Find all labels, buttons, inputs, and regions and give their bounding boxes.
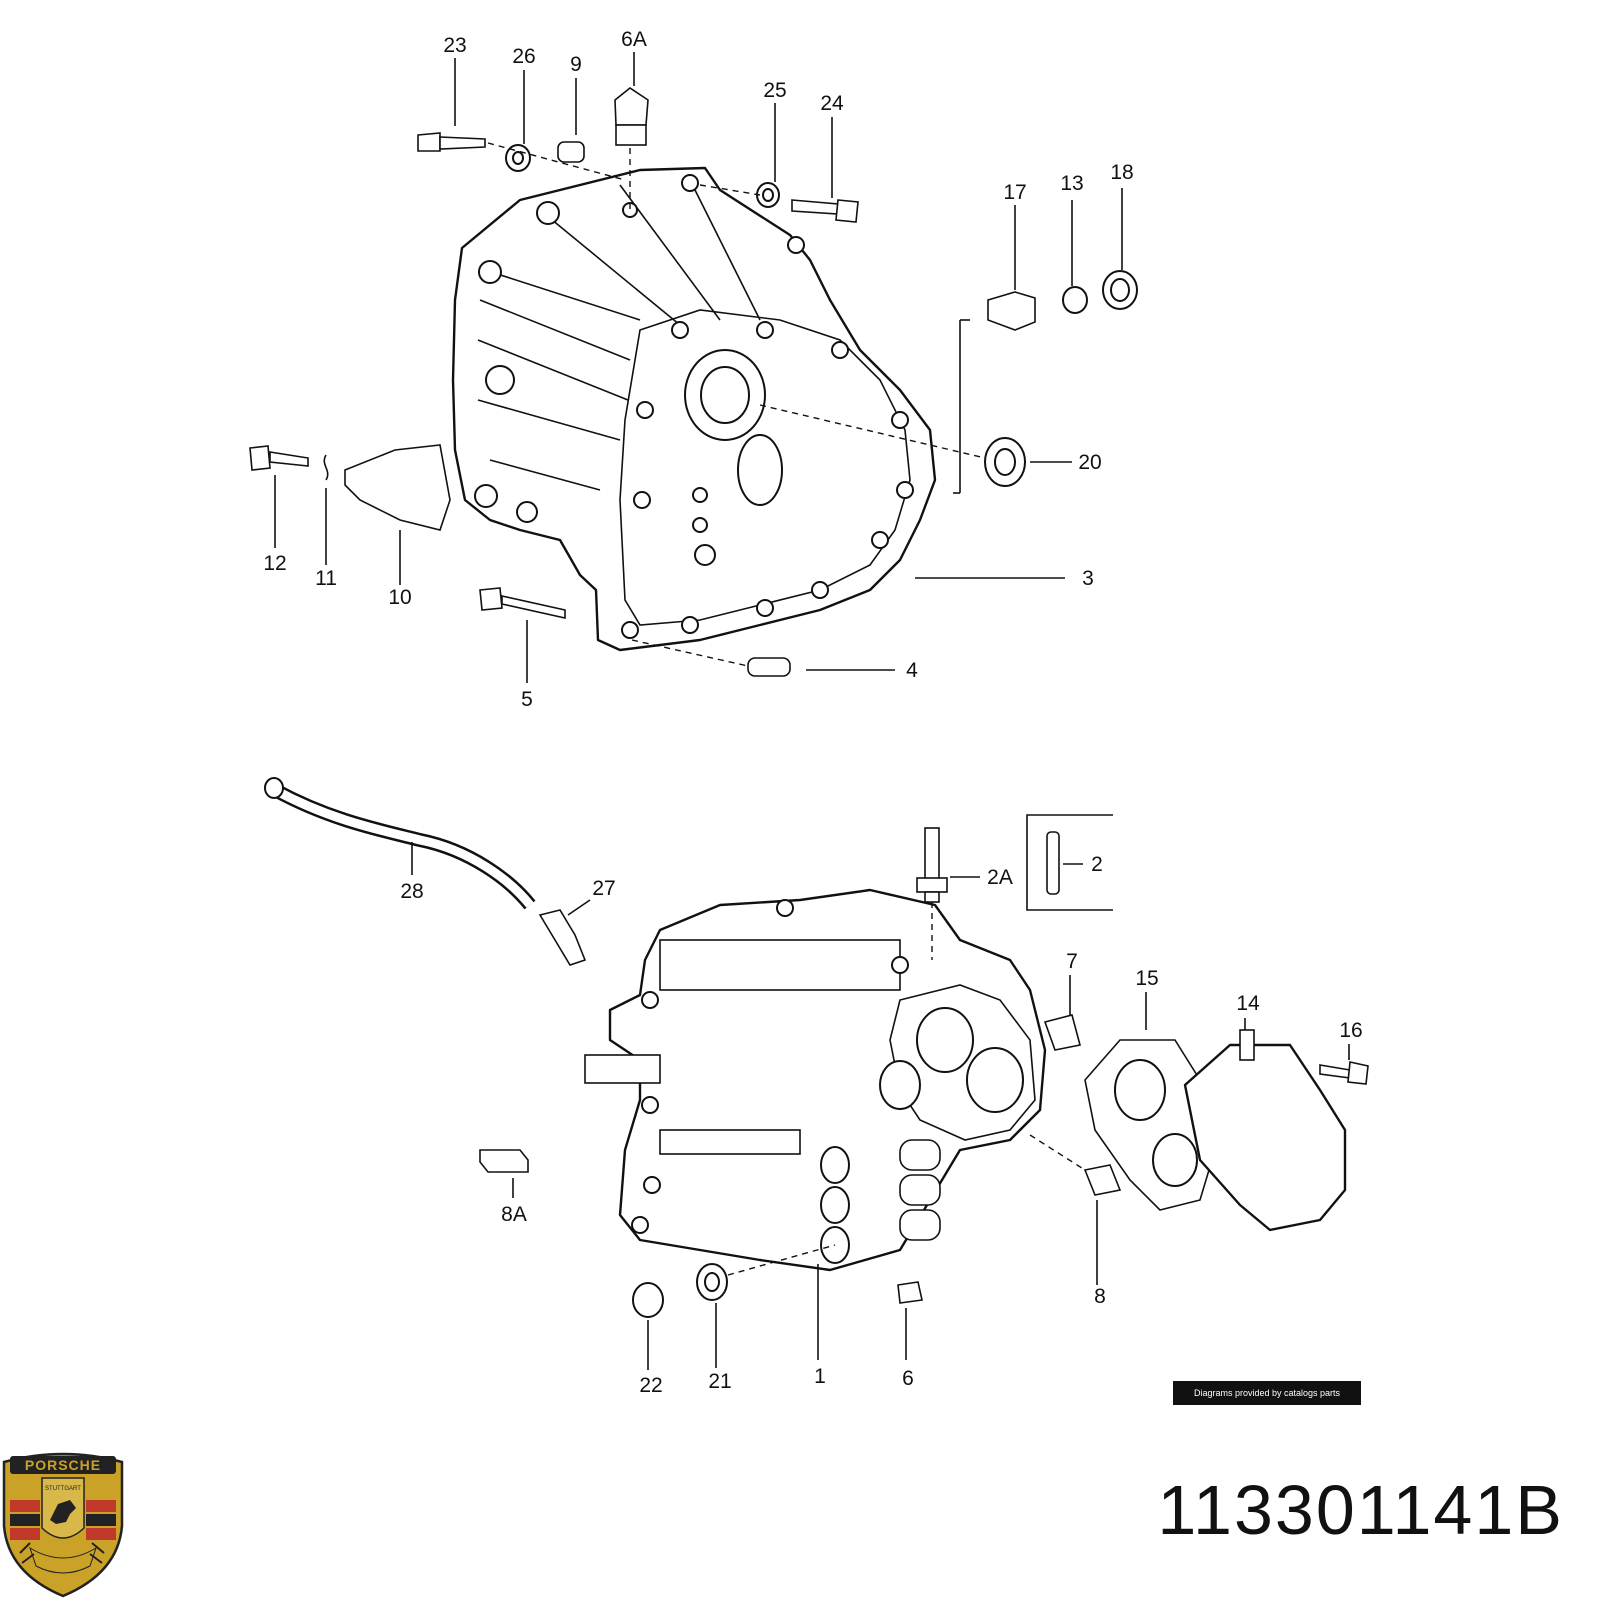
clutch-housing-drawing	[344, 166, 937, 652]
callout-6A: 6A	[621, 28, 647, 51]
callout-15: 15	[1135, 967, 1158, 990]
callout-2A: 2A	[987, 866, 1013, 889]
callout-24: 24	[820, 92, 844, 115]
transmission-case-drawing	[584, 888, 1047, 1272]
callout-2: 2	[1091, 853, 1103, 876]
callout-22: 22	[639, 1374, 662, 1397]
callout-28: 28	[400, 880, 423, 903]
callout-18: 18	[1110, 161, 1133, 184]
callout-11: 11	[315, 567, 337, 590]
callout-14: 14	[1236, 992, 1260, 1015]
callout-12: 12	[263, 552, 286, 575]
callout-27: 27	[592, 877, 615, 900]
callout-21: 21	[708, 1370, 731, 1393]
callout-16: 16	[1339, 1019, 1362, 1042]
upper-small-parts	[249, 87, 1138, 677]
callout-5: 5	[521, 688, 533, 711]
callout-13: 13	[1060, 172, 1083, 195]
callout-6: 6	[902, 1367, 914, 1390]
part-number: 113301141B	[1157, 1471, 1564, 1549]
leader-lines	[274, 52, 1350, 1370]
svg-text:STUTTGART: STUTTGART	[45, 1486, 81, 1492]
callout-8: 8	[1094, 1285, 1106, 1308]
callout-labels: 23 26 9 6A 25 24 17 13 18 20 3 4 5 10 11…	[263, 28, 1362, 1397]
diagram-credit-badge: Diagrams provided by catalogs parts	[1173, 1381, 1361, 1405]
callout-7: 7	[1066, 950, 1078, 973]
callout-8A: 8A	[501, 1203, 527, 1226]
callout-4: 4	[906, 659, 918, 682]
callout-10: 10	[388, 586, 411, 609]
callout-1: 1	[814, 1365, 826, 1388]
callout-26: 26	[512, 45, 535, 68]
callout-25: 25	[763, 79, 786, 102]
callout-3: 3	[1082, 567, 1094, 590]
callout-9: 9	[570, 53, 582, 76]
svg-text:PORSCHE: PORSCHE	[25, 1457, 101, 1473]
callout-23: 23	[443, 34, 466, 57]
callout-17: 17	[1003, 181, 1026, 204]
callout-20: 20	[1078, 451, 1101, 474]
porsche-crest-logo: PORSCHE STUTTGART	[2, 1452, 124, 1598]
lower-small-parts	[264, 777, 1369, 1318]
